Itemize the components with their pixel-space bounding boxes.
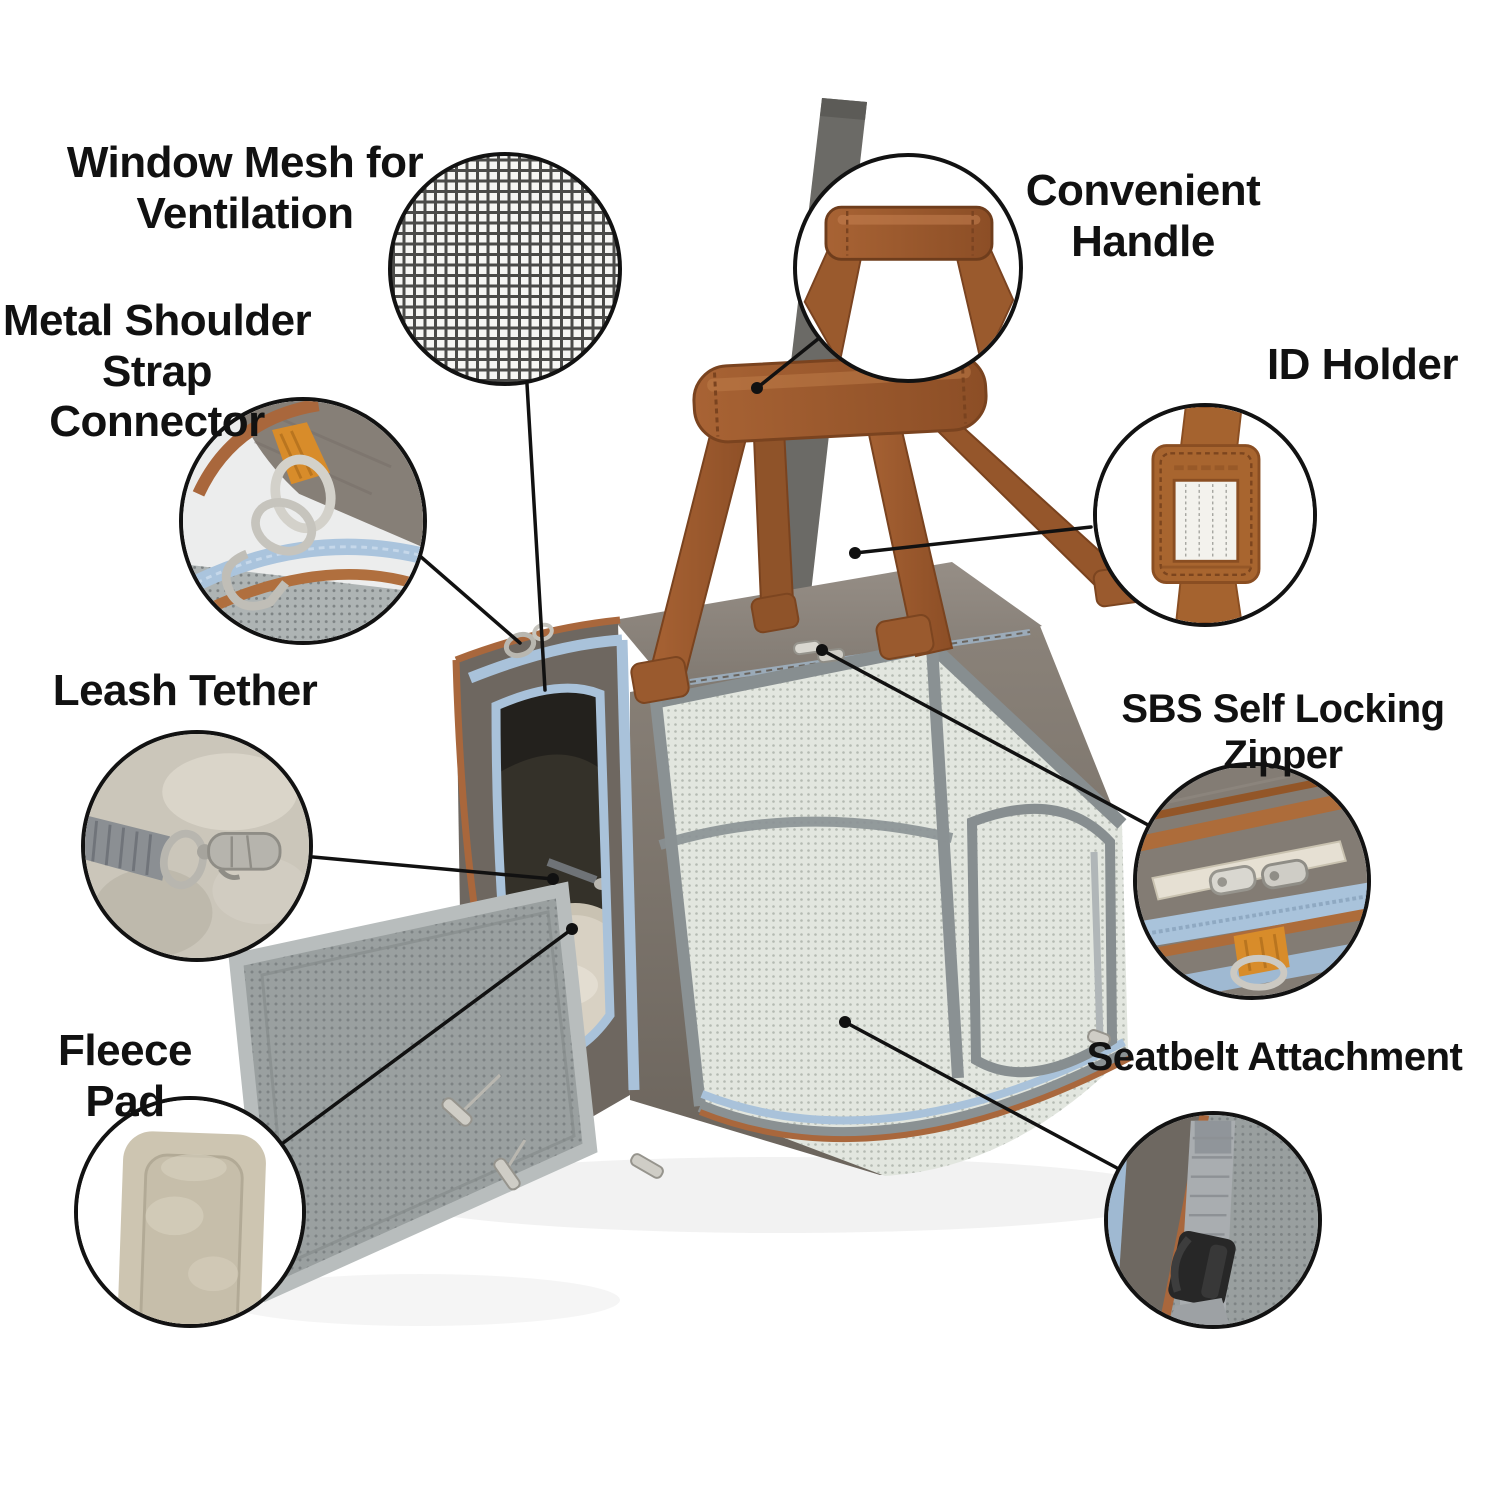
- line-sbs-zipper: [820, 648, 1152, 828]
- seatbelt-detail-art: [1108, 1115, 1318, 1325]
- seatbelt-detail-circle: [1104, 1111, 1322, 1329]
- bag-shadow: [380, 1157, 1180, 1233]
- id-holder-detail-art: [1097, 407, 1313, 623]
- line-window-mesh: [525, 382, 547, 692]
- leash-tether-detail-art: [85, 734, 309, 958]
- label-leash-tether: Leash Tether: [52, 666, 318, 715]
- flap-shadow: [220, 1274, 620, 1326]
- mesh-expansion: [650, 639, 1132, 1176]
- leader-dots: [547, 382, 861, 1028]
- strap-connector-detail-circle: [179, 397, 427, 645]
- line-handle: [755, 337, 820, 390]
- label-id-holder: ID Holder: [1266, 340, 1459, 389]
- top-zipper-stitch: [689, 631, 1031, 683]
- line-fleece-pad: [281, 927, 574, 1145]
- line-seatbelt: [843, 1020, 1119, 1170]
- leash-tether-detail-circle: [81, 730, 313, 962]
- window-mesh-detail-circle: [388, 152, 622, 386]
- sbs-zipper-detail-circle: [1133, 762, 1371, 1000]
- strap-connector-detail-art: [183, 401, 423, 641]
- line-strap-connector: [411, 548, 522, 645]
- sbs-zipper-detail-art: [1137, 766, 1367, 996]
- label-metal-shoulder-strap-connector: Metal Shoulder Strap Connector: [2, 296, 312, 447]
- label-convenient-handle: Convenient Handle: [1025, 166, 1261, 266]
- line-leash-tether: [311, 855, 555, 881]
- label-fleece-pad: Fleece Pad: [58, 1026, 192, 1126]
- left-zipper-blue: [467, 634, 623, 684]
- handle-detail-circle: [793, 153, 1023, 383]
- open-door-flap: [228, 881, 598, 1303]
- id-holder-detail-circle: [1093, 403, 1317, 627]
- label-sbs-self-locking-zipper: SBS Self Locking Zipper: [1121, 687, 1445, 777]
- label-window-mesh: Window Mesh for Ventilation: [66, 138, 424, 238]
- leader-lines: [281, 337, 1152, 1170]
- left-corner-zipper: [616, 639, 640, 1091]
- line-id-holder: [853, 525, 1093, 555]
- label-seatbelt-attachment: Seatbelt Attachment: [1086, 1035, 1463, 1079]
- handle-detail-art: [803, 205, 1015, 371]
- fleece-pad-detail-art: [78, 1100, 302, 1324]
- fleece-pad-detail-circle: [74, 1096, 306, 1328]
- opening-shadow: [496, 688, 602, 772]
- top-left-piping: [454, 616, 621, 664]
- carry-handles: [630, 352, 1148, 704]
